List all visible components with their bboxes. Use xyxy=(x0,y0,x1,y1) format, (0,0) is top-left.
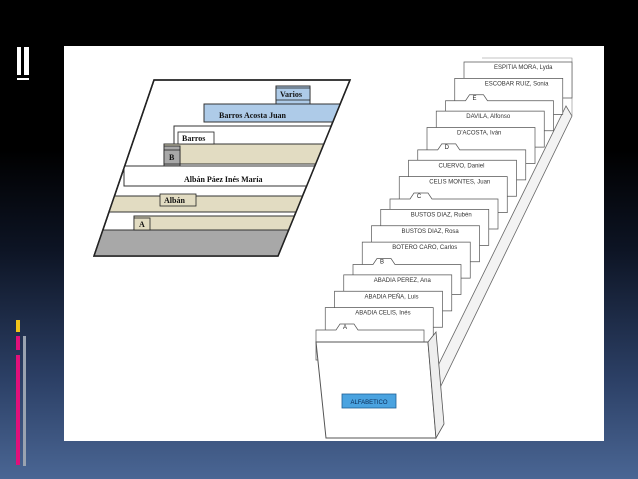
guide-card-letter: B xyxy=(380,260,384,266)
tab-varios-label: Varios xyxy=(280,90,302,99)
guide-card-letter: C xyxy=(417,194,422,200)
illustration: Varios Barros Acosta Juan Barros B Albán… xyxy=(92,57,573,440)
decor-bar-top-1 xyxy=(17,47,21,75)
tab-a-label: A xyxy=(139,220,145,229)
decor-bar-top-2 xyxy=(24,47,29,75)
tab-a xyxy=(133,217,151,231)
tab-b-label: B xyxy=(169,153,175,162)
tab-guide-diagram: Varios Barros Acosta Juan Barros B Albán… xyxy=(92,79,352,257)
tab-varios xyxy=(275,87,311,101)
label-barros: Barros xyxy=(182,134,205,143)
guide-card-letter: E xyxy=(472,96,476,102)
index-card-label: BOTERO CARO, Carlos xyxy=(392,245,457,251)
slide-content: Varios Barros Acosta Juan Barros B Albán… xyxy=(64,46,604,441)
front-label-text: ALFABETICO xyxy=(350,400,387,406)
decor-bar-gray xyxy=(23,336,26,466)
index-card-label: BUSTOS DIAZ, Rubén xyxy=(411,212,472,218)
index-card-label: ABADIA PEREZ, Ana xyxy=(374,278,432,284)
label-barros-acosta: Barros Acosta Juan xyxy=(219,111,287,120)
index-card-label: DAVILA, Alfonso xyxy=(466,114,511,120)
index-card-label: BUSTOS DIAZ, Rosa xyxy=(402,229,460,235)
index-card-label: CUERVO, Daniel xyxy=(439,163,485,169)
index-card-label: D'ACOSTA, Iván xyxy=(457,131,501,137)
tab-b xyxy=(163,149,181,165)
tab-barros xyxy=(177,131,215,145)
decor-bar-top-3 xyxy=(17,78,29,80)
decor-bar-pink-1 xyxy=(16,336,20,350)
index-card-label: CELIS MONTES, Juan xyxy=(429,180,490,186)
index-card-label: ABADIA CELIS, Inés xyxy=(355,311,410,317)
index-card-label: ABADIA PEÑA, Luis xyxy=(365,293,419,300)
box-front-panel xyxy=(315,341,437,439)
guide-card-letter: D xyxy=(445,145,450,151)
front-label-box xyxy=(341,393,397,409)
guide-card-letter: A xyxy=(343,325,347,331)
decor-bar-pink-2 xyxy=(16,355,20,465)
index-card-label: ESCOBAR RUIZ, Sonia xyxy=(485,81,549,87)
tab-alban xyxy=(159,193,197,207)
label-alban: Albán xyxy=(164,196,185,205)
decor-bar-gold-1 xyxy=(16,320,20,332)
index-card-label: ESPITIA MORA, Lyda xyxy=(494,65,553,71)
label-alban-paez: Albán Páez Inés María xyxy=(184,175,262,184)
